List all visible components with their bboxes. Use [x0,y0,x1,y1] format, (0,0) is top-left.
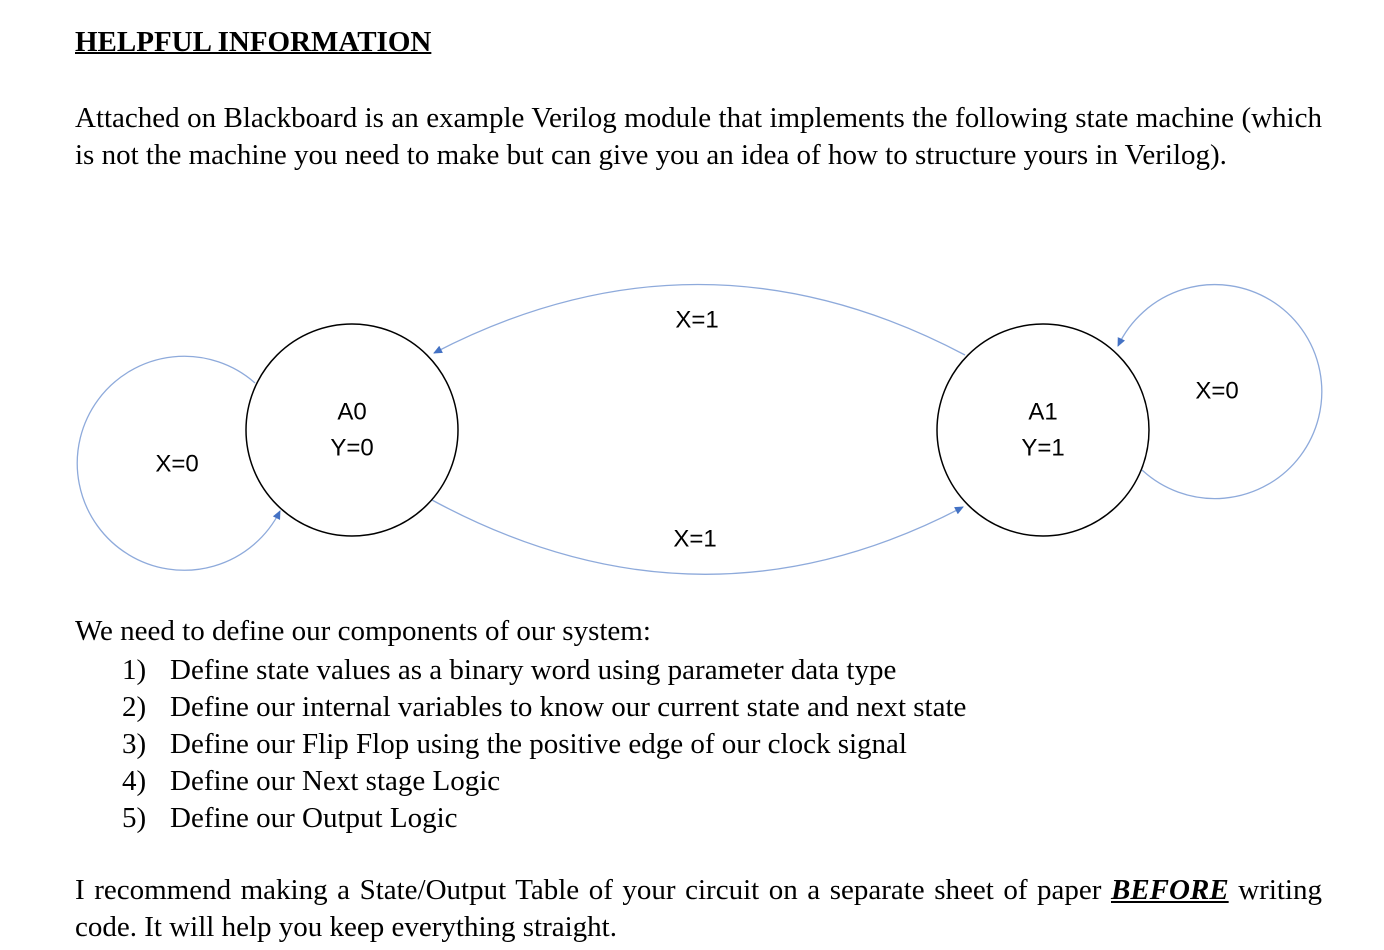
item-text: Define our Output Logic [170,802,458,834]
transition-a0-a1 [431,499,964,575]
recommendation-text: I recommend making a State/Output Table … [75,874,1111,906]
label-a1-a1: X=0 [1195,377,1238,404]
item-number: 3) [122,728,147,760]
item-text: Define our internal variables to know ou… [170,691,967,723]
transition-a0-a0 [76,355,281,571]
item-number: 1) [122,654,147,686]
components-list: 1) Define state values as a binary word u… [122,652,966,837]
recommendation-text-end: writing code. It will help you keep ever… [75,874,1322,943]
list-item: 2) Define our internal variables to know … [122,689,966,726]
item-number: 2) [122,691,147,723]
state-a0 [245,323,459,537]
label-a1-a0: X=1 [675,306,718,333]
emphasis-before: BEFORE [1111,874,1229,906]
list-item: 3) Define our Flip Flop using the positiv… [122,726,966,763]
components-lead: We need to define our components of our … [75,615,651,647]
label-a0-a0: X=0 [155,450,198,477]
state-a1 [936,323,1150,537]
state-a0-output: Y=0 [330,434,373,461]
heading: HELPFUL INFORMATION [75,26,432,58]
item-number: 4) [122,765,147,797]
state-a0-name: A0 [337,398,366,425]
list-item: 5) Define our Output Logic [122,800,966,837]
state-a1-output: Y=1 [1021,434,1064,461]
list-item: 4) Define our Next stage Logic [122,763,966,800]
state-a1-name: A1 [1028,398,1057,425]
item-number: 5) [122,802,147,834]
intro-paragraph: Attached on Blackboard is an example Ver… [75,102,1322,171]
item-text: Define our Flip Flop using the positive … [170,728,907,760]
item-text: Define state values as a binary word usi… [170,654,897,686]
list-item: 1) Define state values as a binary word u… [122,652,966,689]
transition-a1-a1 [1117,283,1323,500]
recommendation-paragraph: I recommend making a State/Output Table … [75,872,1322,946]
item-text: Define our Next stage Logic [170,765,501,797]
label-a0-a1: X=1 [673,525,716,552]
transition-a1-a0 [433,283,966,356]
